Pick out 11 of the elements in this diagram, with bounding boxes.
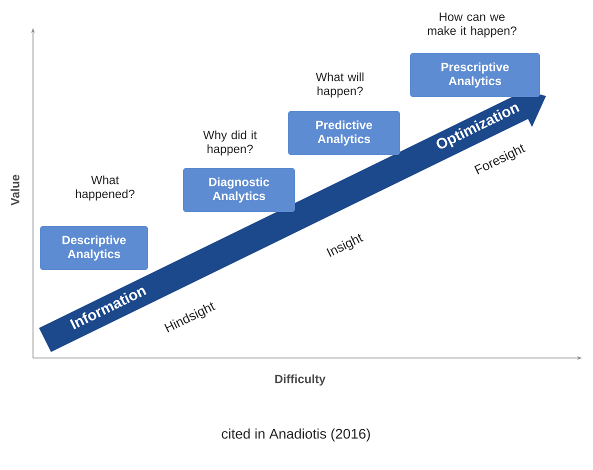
analytics-box: Diagnostic Analytics	[183, 168, 295, 212]
question-text: What happened?	[76, 175, 134, 201]
caption: cited in Anadiotis (2016)	[222, 428, 370, 442]
difficulty-axis-label: Difficulty	[275, 374, 326, 386]
analytics-box: Descriptive Analytics	[40, 226, 148, 270]
analytics-box: Predictive Analytics	[288, 111, 400, 155]
question-text: What will happen?	[316, 72, 364, 98]
analytics-box: Prescriptive Analytics	[410, 53, 540, 97]
value-axis-label: Value	[10, 174, 20, 206]
question-text: Why did it happen?	[203, 130, 257, 156]
question-text: How can we make it happen?	[428, 12, 516, 38]
